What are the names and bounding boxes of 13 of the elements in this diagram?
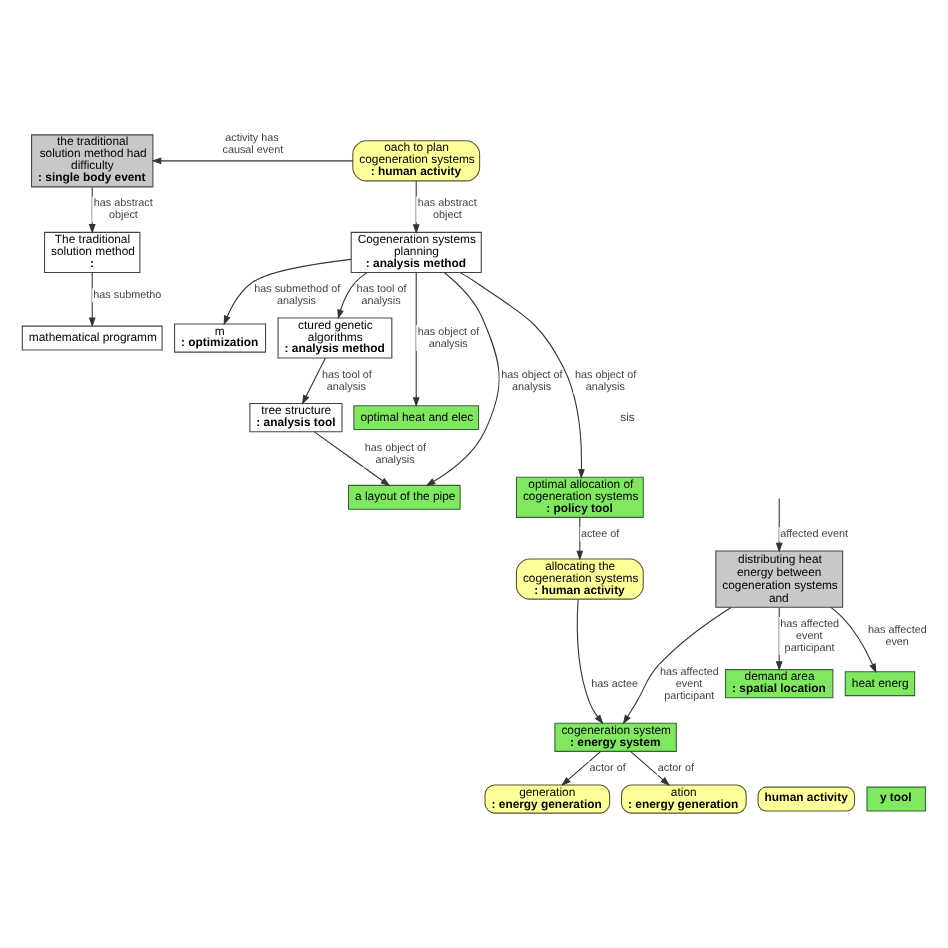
arrow: [300, 357, 325, 405]
arrow: [150, 157, 353, 165]
arrow: [458, 272, 584, 479]
arrow: [312, 431, 390, 487]
arrow: [336, 272, 367, 320]
arrow: [222, 258, 351, 326]
arrow: [575, 598, 603, 725]
arrow: [629, 751, 669, 786]
arrow: [424, 272, 499, 487]
arrow: [560, 751, 600, 786]
arrow: [829, 606, 876, 674]
arrow: [575, 517, 583, 561]
arrow: [621, 606, 731, 725]
